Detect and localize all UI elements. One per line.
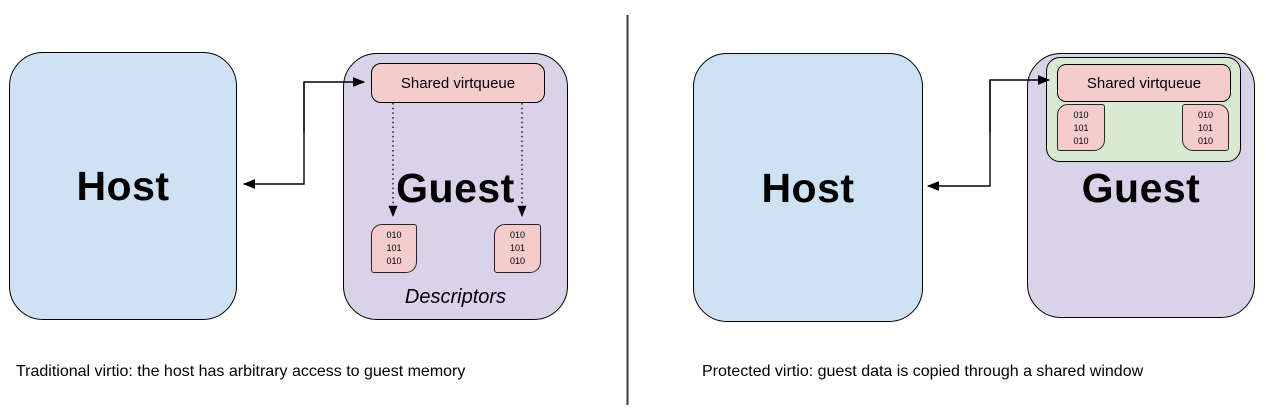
traditional-guest-label: Guest <box>396 165 515 211</box>
descriptors-label: Descriptors <box>404 286 507 308</box>
traditional-caption: Traditional virtio: the host has arbitra… <box>16 363 466 380</box>
traditional-shared-virtqueue-label: Shared virtqueue <box>400 74 516 92</box>
protected-shared-virtqueue-box: Shared virtqueue <box>1057 64 1231 102</box>
arrow-shared-window-to-host <box>926 80 991 191</box>
traditional-host-label: Host <box>76 163 170 209</box>
traditional-shared-virtqueue-box: Shared virtqueue <box>371 63 545 103</box>
protected-host-label: Host <box>761 164 855 211</box>
traditional-guest-box: Shared virtqueue Guest 010 101 010 010 1… <box>343 53 568 320</box>
traditional-host-box: Host <box>9 52 237 320</box>
protected-guest-label: Guest <box>1081 165 1201 211</box>
protected-guest-box: Shared virtqueue 010 101 010 010 101 010… <box>1027 53 1255 318</box>
protected-caption: Protected virtio: guest data is copied t… <box>702 363 1144 380</box>
window-cell: 010 101 010 <box>1057 104 1105 151</box>
window-cell: 010 101 010 <box>1182 104 1229 151</box>
protected-shared-virtqueue-label: Shared virtqueue <box>1086 74 1202 92</box>
shared-window-box: Shared virtqueue 010 101 010 010 101 010 <box>1046 57 1241 162</box>
protected-host-box: Host <box>693 53 923 322</box>
descriptor-cell: 010 101 010 <box>371 224 417 273</box>
arrow-virtqueue-to-host <box>242 82 305 189</box>
descriptor-cell: 010 101 010 <box>494 224 541 273</box>
